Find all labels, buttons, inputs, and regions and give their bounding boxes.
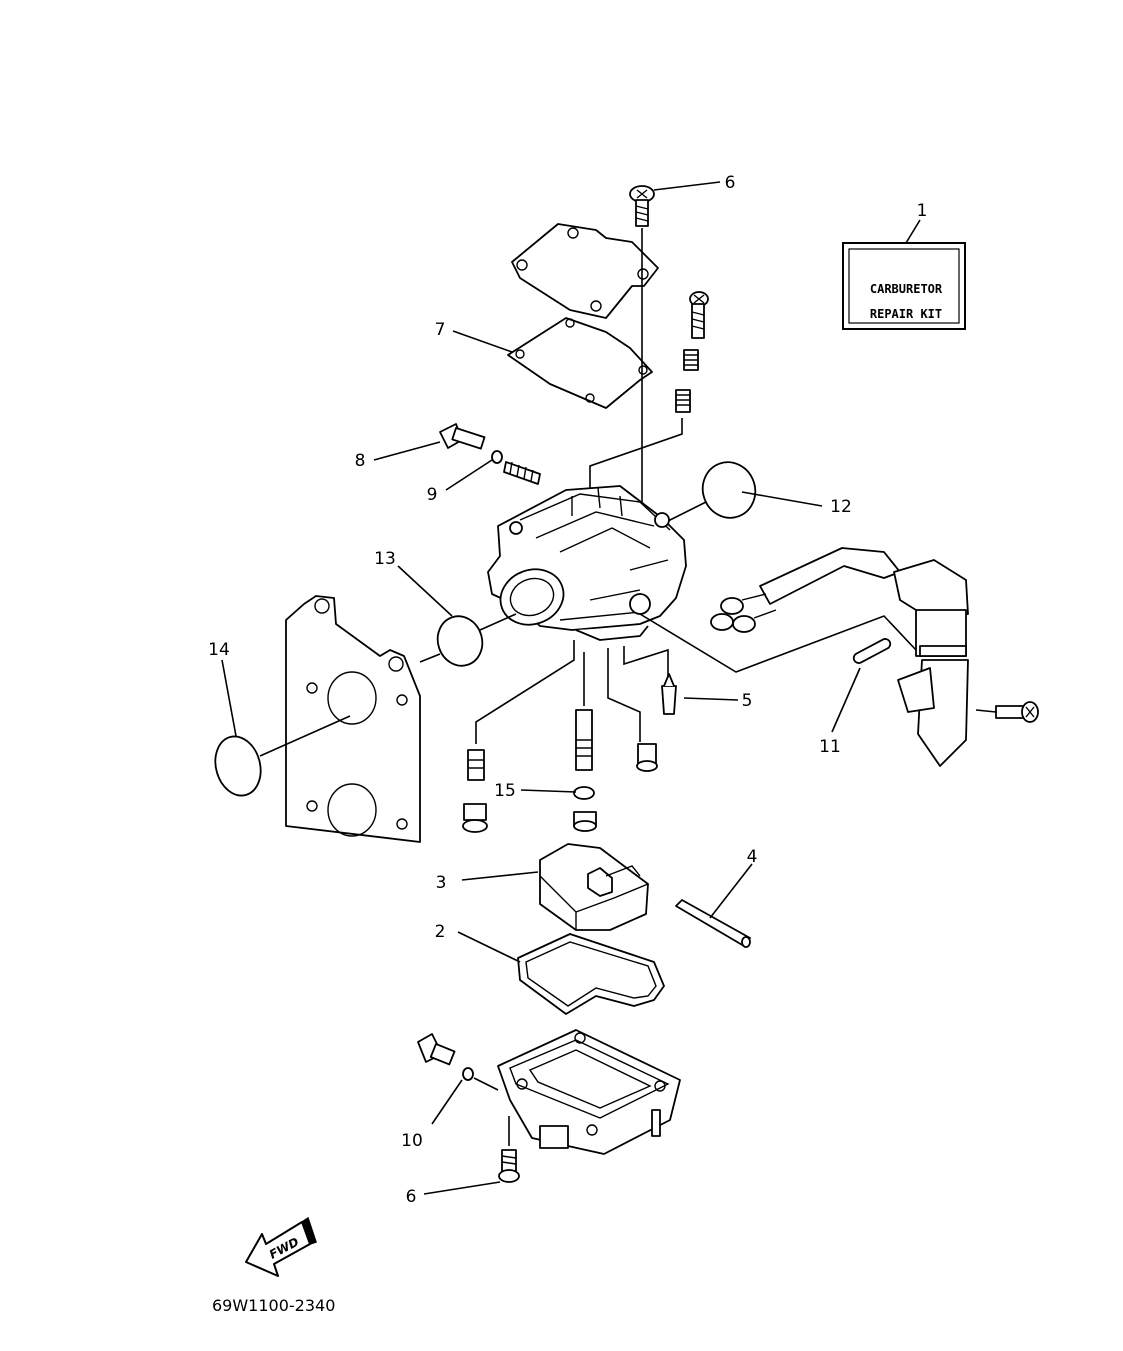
- o-ring-14: [214, 735, 262, 797]
- callout-3: 3: [436, 873, 447, 893]
- float-chamber-gasket: [517, 933, 665, 1015]
- screw-top: [629, 185, 655, 227]
- o-ring-13: [436, 615, 484, 667]
- callout-5: 5: [742, 691, 753, 711]
- choke-hose-assembly: [710, 547, 1039, 767]
- callout-13: 13: [374, 549, 396, 569]
- repair-kit-label-box: CARBURETOR REPAIR KIT: [842, 242, 966, 330]
- diagram-code: 69W1100-2340: [212, 1296, 335, 1315]
- float-chamber: [497, 1029, 681, 1155]
- o-ring-15: [573, 786, 595, 800]
- throttle-stop-screw: [439, 423, 541, 485]
- top-cover-plate: [511, 223, 659, 319]
- callout-8: 8: [355, 451, 366, 471]
- callout-4: 4: [747, 847, 758, 867]
- callout-numbers: 1 2 3 4 5 6 6 7 8 9 10 11 12 13 14 15: [208, 173, 927, 1207]
- main-jet-parts: [462, 673, 677, 833]
- drain-screw: [417, 1033, 474, 1081]
- callout-15: 15: [494, 781, 516, 801]
- float: [539, 843, 649, 931]
- screw-bottom: [498, 1149, 520, 1183]
- o-ring-11: [852, 638, 892, 664]
- callout-7: 7: [435, 320, 446, 340]
- callout-12: 12: [830, 497, 852, 517]
- float-pin: [675, 899, 751, 948]
- kit-label-line1: CARBURETOR: [870, 282, 943, 296]
- callout-2: 2: [435, 922, 446, 942]
- fwd-arrow-icon: FWD: [245, 1216, 317, 1277]
- callout-10: 10: [401, 1131, 423, 1151]
- callout-6-bottom: 6: [406, 1187, 417, 1207]
- o-ring-12: [701, 461, 757, 519]
- pilot-screw-assembly: [675, 291, 709, 413]
- callout-1: 1: [917, 201, 928, 221]
- callout-9: 9: [427, 485, 438, 505]
- diaphragm-gasket: [507, 317, 653, 409]
- o-ring-10: [462, 1067, 474, 1081]
- callout-6-top: 6: [725, 173, 736, 193]
- leader-lines: [221, 181, 861, 1195]
- callout-11: 11: [819, 737, 841, 757]
- kit-label-line2: REPAIR KIT: [870, 307, 942, 321]
- callout-14: 14: [208, 640, 230, 660]
- mounting-gasket: [285, 595, 421, 843]
- carburetor-body: [487, 485, 687, 641]
